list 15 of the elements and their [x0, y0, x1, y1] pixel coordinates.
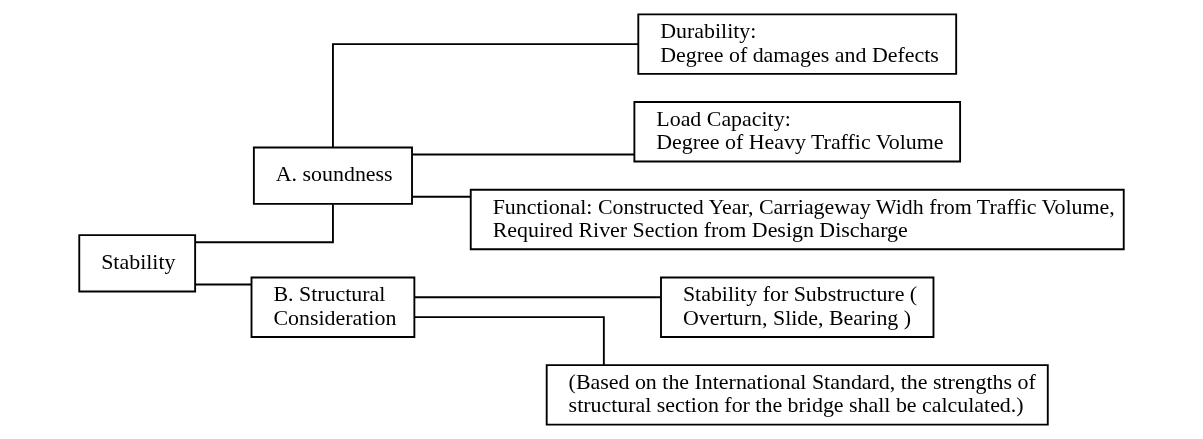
node-box: Load Capacity: Degree of Heavy Traffic Volume: [633, 101, 962, 163]
node-box: Functional: Constructed Year, Carriageway Widh from Traffic Volume, Required River Section from Design Discharge: [469, 188, 1125, 251]
connector: [332, 43, 640, 149]
connector: [414, 316, 605, 366]
connector: [411, 153, 635, 156]
connector: [413, 296, 662, 299]
node-box: A. soundness: [252, 146, 413, 205]
node-box: (Based on the International Standard, the strengths of structural section for the bridge shall be calculated.): [545, 364, 1049, 426]
node-box: B. Structural Consideration: [250, 276, 416, 338]
connector: [194, 203, 334, 244]
node-box: Stability: [78, 234, 197, 293]
connector: [194, 283, 253, 286]
connector: [411, 195, 472, 198]
node-box: Stability for Substructure ( Overturn, Slide, Bearing ): [660, 276, 935, 338]
node-box: Durability: Degree of damages and Defects: [637, 13, 958, 75]
